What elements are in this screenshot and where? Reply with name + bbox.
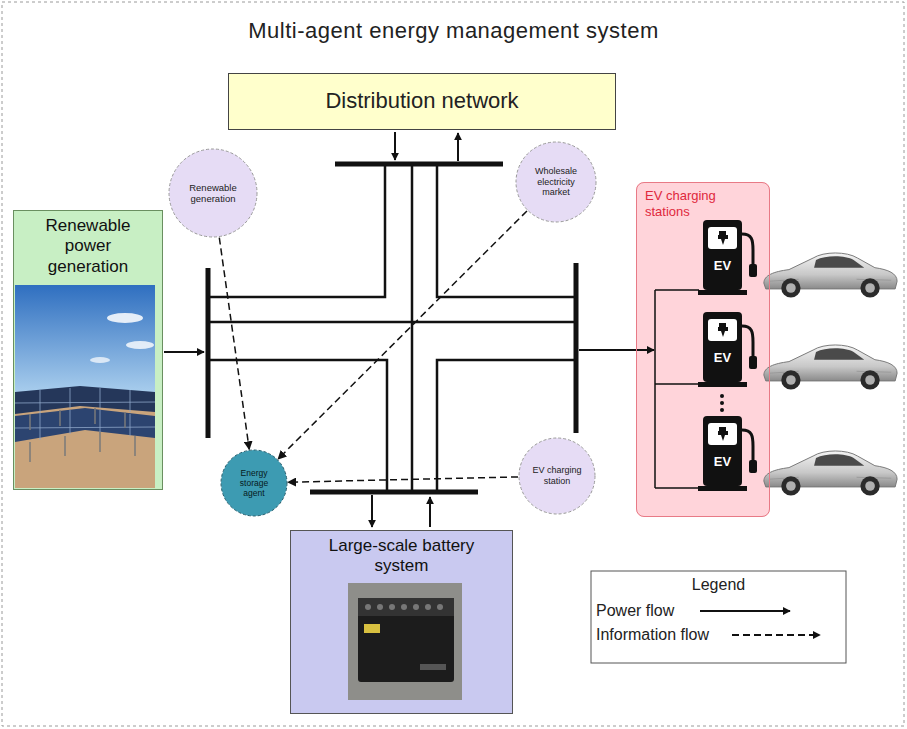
- node-text: Large-scale battery system: [309, 536, 494, 577]
- battery-photo-part: [413, 604, 419, 610]
- ellipsis-dots-part: [720, 408, 724, 412]
- power-network: [164, 132, 699, 527]
- ellipsis-dots: [720, 394, 724, 412]
- power-network-part: [371, 495, 373, 527]
- diagram-title: Multi-agent energy management system: [0, 18, 907, 44]
- legend-text: Information flow: [596, 625, 709, 644]
- power-network-part: [206, 268, 211, 438]
- agent-circle: EV charging station: [518, 437, 596, 515]
- ellipsis-dots-part: [720, 394, 724, 398]
- battery-photo-part: [364, 624, 380, 633]
- component-box: Renewable power generation: [13, 210, 163, 490]
- info-flow-arrow: [278, 211, 527, 459]
- battery-photo-part: [437, 604, 443, 610]
- agent-circle: Energy storage agent: [220, 449, 288, 517]
- solar-photo-part: [107, 313, 143, 323]
- node-text: Energy storage agent: [229, 468, 279, 499]
- battery-photo-part: [348, 583, 462, 700]
- car-picture: [764, 253, 897, 298]
- node-text: Wholesale electricity market: [526, 166, 586, 198]
- battery-photo-part: [420, 664, 446, 670]
- charger-icon: [698, 220, 757, 295]
- info-flow-arrow: [219, 238, 249, 450]
- car-picture: [764, 345, 897, 390]
- charger-label: EV: [703, 454, 742, 470]
- power-network-part: [394, 132, 396, 160]
- legend-frame: [591, 571, 846, 663]
- power-flow-sample: [700, 610, 790, 612]
- agent-circle: Wholesale electricity market: [515, 141, 597, 223]
- power-network-part: [574, 263, 579, 433]
- solar-photo-part: [15, 408, 155, 442]
- node-text: Renewable generation: [179, 182, 247, 205]
- agent-circle: Renewable generation: [168, 148, 258, 238]
- circle-shape: [519, 438, 595, 514]
- battery-photo: [348, 583, 462, 700]
- power-network-part: [411, 164, 414, 492]
- charger-label: EV: [703, 350, 742, 366]
- power-network-part: [429, 497, 431, 527]
- solar-photo-part: [15, 388, 155, 440]
- power-network-part: [655, 290, 699, 488]
- node-text: Distribution network: [325, 88, 518, 114]
- charger-icon: [698, 416, 757, 491]
- component-box: EV charging stations: [636, 182, 770, 517]
- power-network-part: [164, 351, 204, 353]
- power-network-part: [335, 162, 503, 167]
- node-text: EV charging stations: [645, 188, 745, 219]
- circle-shape: [516, 142, 596, 222]
- ellipsis-dots-part: [720, 401, 724, 405]
- renewable-box-fill: [13, 210, 163, 490]
- info-flow-arrow: [288, 477, 518, 482]
- node-text: Renewable power generation: [28, 216, 148, 277]
- circle-shape: [169, 149, 257, 237]
- power-network-part: [579, 349, 654, 351]
- solar-photo-part: [126, 341, 154, 349]
- battery-photo-part: [377, 604, 383, 610]
- battery-photo-part: [425, 604, 431, 610]
- legend-heading: Legend: [591, 575, 846, 594]
- charger-label: EV: [703, 258, 742, 274]
- solar-photo: [15, 285, 155, 488]
- battery-photo-part: [358, 598, 454, 682]
- battery-photo-part: [365, 604, 371, 610]
- car-picture: [764, 451, 897, 496]
- info-flow-sample: [732, 634, 820, 636]
- ev-box-fill: [636, 182, 770, 517]
- legend-text: Power flow: [596, 601, 674, 620]
- battery-box-fill: [290, 530, 513, 714]
- solar-photo-part: [30, 408, 135, 462]
- battery-photo-part: [401, 604, 407, 610]
- power-network-part: [208, 321, 576, 324]
- battery-photo-part: [389, 604, 395, 610]
- component-box: Distribution network: [228, 73, 616, 130]
- solar-photo-part: [90, 357, 110, 363]
- node-text: EV charging station: [528, 465, 586, 487]
- power-network-part: [457, 133, 459, 161]
- battery-photo-part: [358, 598, 454, 616]
- circle-shape: [221, 450, 287, 516]
- charger-icon: [698, 312, 757, 387]
- component-box: Large-scale battery system: [290, 530, 513, 714]
- power-network-part: [310, 490, 478, 495]
- solar-photo-part: [15, 400, 155, 488]
